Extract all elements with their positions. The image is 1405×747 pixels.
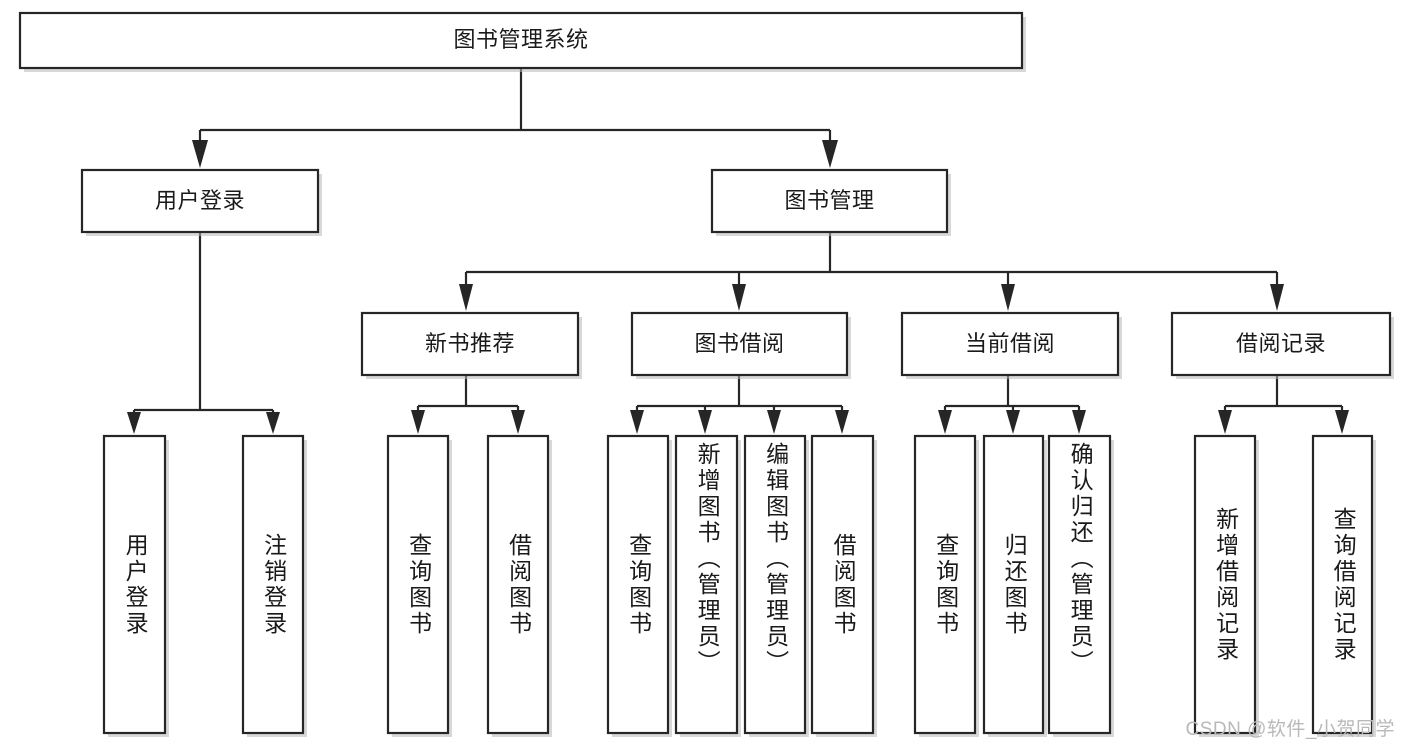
arrow-head-leaf-add-book	[698, 410, 712, 434]
node-rect-leaf-borrow-book-1[interactable]	[486, 434, 550, 735]
arrow-head-book-management	[822, 140, 838, 168]
arrow-head-borrow-record	[1270, 284, 1284, 311]
node-rect-leaf-edit-book[interactable]	[743, 434, 807, 735]
node-rect-leaf-logout-login[interactable]	[241, 434, 305, 735]
arrow-head-leaf-query-book-1	[411, 410, 425, 434]
arrow-head-leaf-query-book-3	[938, 410, 952, 434]
watermark-text: CSDN @软件_小贺同学	[1185, 719, 1395, 740]
node-rect-leaf-confirm-return[interactable]	[1047, 434, 1112, 735]
arrow-head-leaf-query-borrow-record	[1335, 410, 1349, 434]
arrow-head-user-login	[192, 140, 208, 168]
connector-group-new-book-recommend-to-leaves	[411, 375, 525, 434]
arrow-head-leaf-edit-book	[767, 410, 781, 434]
node-rect-user-login[interactable]	[80, 168, 320, 234]
node-rect-leaf-return-book[interactable]	[982, 434, 1045, 735]
arrow-head-leaf-return-book	[1006, 410, 1020, 434]
arrow-head-leaf-logout-login	[266, 412, 280, 434]
arrow-head-leaf-borrow-book-1	[511, 410, 525, 434]
connector-group-book-borrow-to-leaves	[630, 375, 849, 434]
node-rect-leaf-add-book[interactable]	[674, 434, 739, 735]
arrow-head-leaf-confirm-return	[1072, 410, 1086, 434]
node-rect-leaf-borrow-book-2[interactable]	[810, 434, 875, 735]
arrow-head-leaf-borrow-book-2	[835, 410, 849, 434]
node-rect-borrow-record[interactable]	[1170, 311, 1392, 377]
node-rect-new-book-recommend[interactable]	[360, 311, 580, 377]
node-rect-current-borrow[interactable]	[900, 311, 1120, 377]
arrow-head-book-borrow	[732, 284, 746, 311]
node-rect-leaf-add-borrow-record[interactable]	[1193, 434, 1257, 735]
box-shapes	[18, 11, 1394, 737]
arrow-head-new-book-recommend	[459, 284, 473, 311]
node-rect-leaf-query-book-2[interactable]	[606, 434, 670, 735]
arrow-head-leaf-user-login	[127, 412, 141, 434]
connector-group-book-management-to-level3	[459, 232, 1284, 311]
connector-group-user-login-to-leaves	[127, 232, 280, 434]
arrow-head-current-borrow	[1001, 284, 1015, 311]
connector-group-borrow-record-to-leaves	[1218, 375, 1349, 434]
arrow-head-leaf-add-borrow-record	[1218, 410, 1232, 434]
node-rect-leaf-query-book-3[interactable]	[913, 434, 977, 735]
node-rect-book-borrow[interactable]	[630, 311, 849, 377]
node-rect-root[interactable]	[18, 11, 1024, 70]
node-rect-leaf-query-book-1[interactable]	[386, 434, 450, 735]
node-rect-book-management[interactable]	[710, 168, 949, 234]
arrow-head-leaf-query-book-2	[630, 410, 644, 434]
node-rect-leaf-query-borrow-record[interactable]	[1311, 434, 1374, 735]
connector-group-current-borrow-to-leaves	[938, 375, 1086, 434]
node-rect-leaf-user-login[interactable]	[102, 434, 167, 735]
connector-group-root-to-level2	[192, 68, 838, 168]
